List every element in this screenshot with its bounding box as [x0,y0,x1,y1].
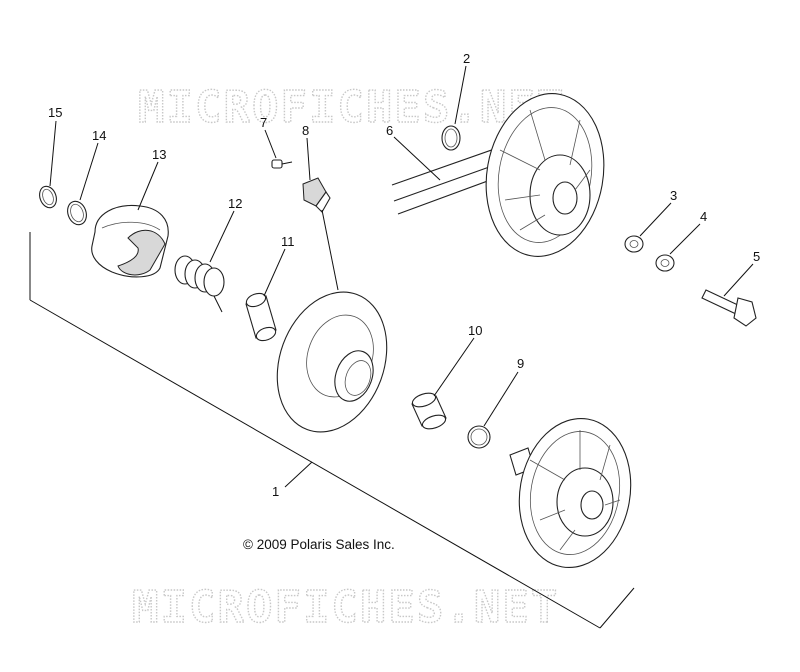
lower-sheave [509,417,632,569]
part-2-ring [441,125,461,151]
callout-15: 15 [48,105,62,120]
part-8-block [302,177,331,213]
leader-lines [49,65,754,488]
assembly-bracket [29,232,635,629]
callout-13: 13 [152,147,166,162]
callout-10: 10 [468,323,482,338]
part-5-bolt [701,289,757,327]
part-7-screw [271,159,293,169]
watermark-bottom: MICROFICHES.NET [132,582,559,633]
callout-3: 3 [670,188,677,203]
upper-sheave [485,93,605,257]
part-13-helix [91,204,169,278]
callout-5: 5 [753,249,760,264]
callout-1: 1 [272,484,279,499]
part-10-bushing [411,392,447,430]
callout-2: 2 [463,51,470,66]
callout-4: 4 [700,209,707,224]
callout-11: 11 [281,234,295,249]
part-11-bushing [245,292,277,342]
part-1-sheave [276,291,388,433]
callout-14: 14 [92,128,106,143]
part-4-washer [655,254,675,272]
part-9-ring [467,425,491,449]
callout-9: 9 [517,356,524,371]
part-3-washer [624,235,644,253]
part-15-snap-ring [39,185,57,209]
callouts: 1 2 3 4 5 6 7 8 9 10 11 12 13 14 15 [48,51,760,499]
part-14-washer [67,200,87,226]
part-12-spring [174,255,225,313]
copyright-notice: © 2009 Polaris Sales Inc. [243,537,395,552]
callout-6: 6 [386,123,393,138]
callout-7: 7 [260,115,267,130]
watermark-top: MICROFICHES.NET [138,82,565,133]
callout-8: 8 [302,123,309,138]
callout-12: 12 [228,196,242,211]
